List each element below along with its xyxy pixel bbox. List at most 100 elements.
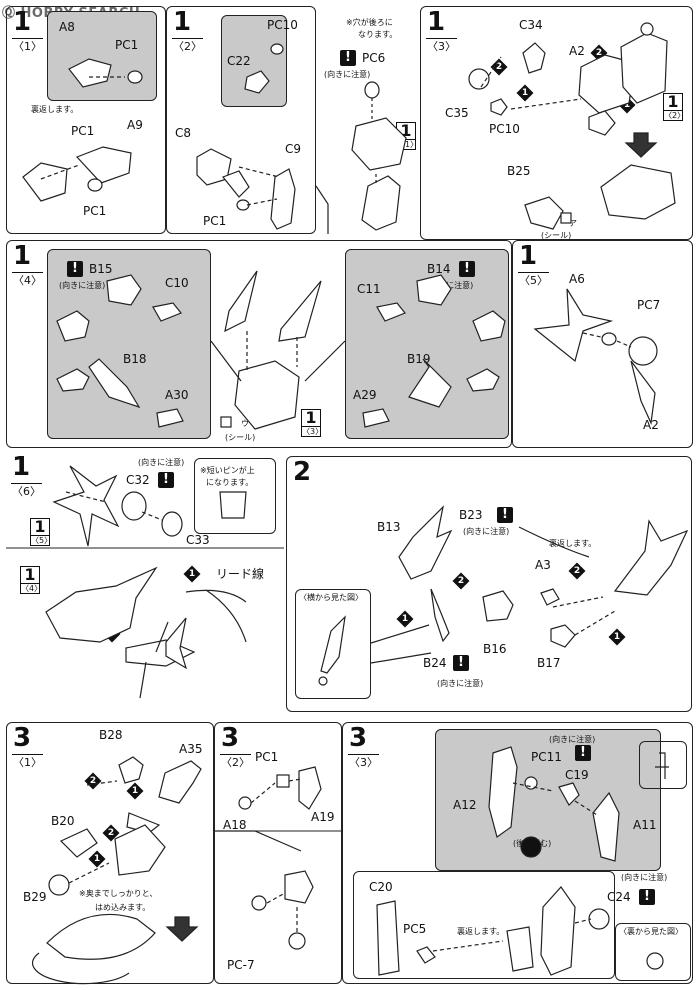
warning-icon: ! [453,655,469,671]
step-number: 1 [427,7,446,37]
part-label: B29 [23,890,47,904]
warning-icon: ! [67,261,83,277]
part-label: B16 [483,642,507,656]
part-label: C35 [445,106,469,120]
part-label: A12 [453,798,477,812]
part-label: C19 [565,768,589,782]
part-label: A3 [535,558,551,572]
panel-1-2: 1 〈2〉 PC10 C22 C8 C9 PC1 [166,6,316,234]
part-label: C10 [165,276,189,290]
part-label: A6 [569,272,585,286]
part-label: A2 [643,418,659,432]
tail-fin-inset [435,729,661,871]
arrow-down-icon [624,132,658,158]
part-label: B24 [423,656,447,670]
wing-assembly-illustration [318,505,689,686]
detail-inset [639,741,687,789]
part-label: C9 [285,142,302,156]
step-number: 3 [349,723,368,753]
sticker-label: (シール) [541,231,572,240]
pin-note: ※短いピンが上 [200,466,255,475]
step-subnumber: 〈3〉 [348,754,379,769]
pin-note: になります。 [206,478,254,487]
part-label: PC1 [255,750,279,764]
panel-1-4: 1 〈4〉 ! B15 (向きに注意) C10 B18 A30 C11 B14 … [6,240,512,448]
subassembly-inset [47,11,157,101]
lead-wire-label: リード線 [216,567,265,581]
reference-box: 1〈4〉 [20,565,43,594]
tail-assembly-illustration [376,746,669,976]
part-label: C22 [227,54,251,68]
insert-note: はめ込みます。 [95,903,151,912]
warning-icon: ! [575,745,591,761]
shoulder-parts-illustration [22,58,143,202]
flip-note: 裏返します。 [31,105,79,114]
caution-note: (向きに注意) [437,679,484,688]
step-subnumber: 〈2〉 [220,754,251,769]
part-label: B14 [427,262,451,276]
part-label: A29 [353,388,377,402]
lower-inset [353,871,615,979]
hole-note: なります。 [358,30,398,39]
warning-icon: ! [639,889,655,905]
part-label: A18 [223,818,247,832]
wing-parts-illustration [56,270,506,430]
arm-parts-illustration [196,43,296,230]
caution-note: (向きに注意) [463,527,510,536]
part-label: B18 [123,352,147,366]
side-view-label: 〈横から見た図〉 [299,593,363,602]
reference-box: 1〈3〉 [301,408,324,437]
step-subnumber: 〈4〉 [12,272,43,287]
part-label: PC10 [267,18,298,32]
panel-1-5: 1 〈5〉 A6 PC7 A2 [512,240,693,448]
part-label: PC6 [362,51,386,65]
caution-note: (向きに注意) [138,458,185,467]
torso-parts-illustration [468,22,676,230]
step-number: 1 [519,241,538,271]
panel-3-2: 3 〈2〉 PC1 A18 A19 PC-7 [214,722,343,984]
part-label: A8 [59,20,75,34]
insert-note: ※奥までしっかりと、 [79,889,158,898]
part-label: PC11 [531,750,562,764]
hole-note: ※穴が後ろに [346,18,393,27]
part-label: C34 [519,18,543,32]
step-number: 1 [13,7,32,37]
part-label: PC1 [71,124,95,138]
arrow-down-icon [165,916,199,942]
step-subnumber: 〈6〉 [11,483,42,498]
part-label: C32 [126,473,150,487]
side-view-inset [295,589,371,699]
panel-1-1: 1 〈1〉 A8 PC1 裏返します。 PC1 A9 PC1 [6,6,166,234]
part-label: C33 [186,533,210,547]
part-label: A35 [179,742,203,756]
part-label: B25 [507,164,531,178]
part-label: B19 [407,352,431,366]
sticker-label: (シール) [225,433,256,442]
part-label: B17 [537,656,561,670]
flip-note: 裏返します。 [457,927,505,936]
part-label: A30 [165,388,189,402]
sticker-code: ウ [241,419,249,428]
part-label: PC1 [83,204,107,218]
pc7-label: PC-7 [227,958,255,972]
panel-1-3: 1 〈3〉 C34 A2 C35 PC10 B25 2 2 1 1 1〈2〉 (… [420,6,693,240]
panel-3-1: 3 〈1〉 B28 A35 2 1 B20 2 1 B29 ※奥までしっかりと、… [6,722,214,985]
warning-icon: ! [459,261,475,277]
part-label: PC7 [637,298,661,312]
part-label: PC1 [203,214,227,228]
step-subnumber: 〈3〉 [426,38,457,53]
panel-2: 2 B13 B23 ! (向きに注意) 〈横から見た図〉 2 1 B24 ! (… [286,456,692,712]
flip-note: 裏返します。 [549,539,597,548]
part-label: C24 [607,890,631,904]
step-number: 2 [293,457,312,487]
engine-parts-illustration [6,465,284,699]
part-label: C8 [175,126,192,140]
part-label: C20 [369,880,393,894]
part-label: B15 [89,262,113,276]
reference-box: 1〈2〉 [663,92,686,121]
reference-box: 1〈5〉 [30,517,53,546]
caution-note: (向きに注意) [59,281,106,290]
step-number: 1 [13,241,32,271]
part-label: B28 [99,728,123,742]
leg-parts-illustration [31,756,202,985]
